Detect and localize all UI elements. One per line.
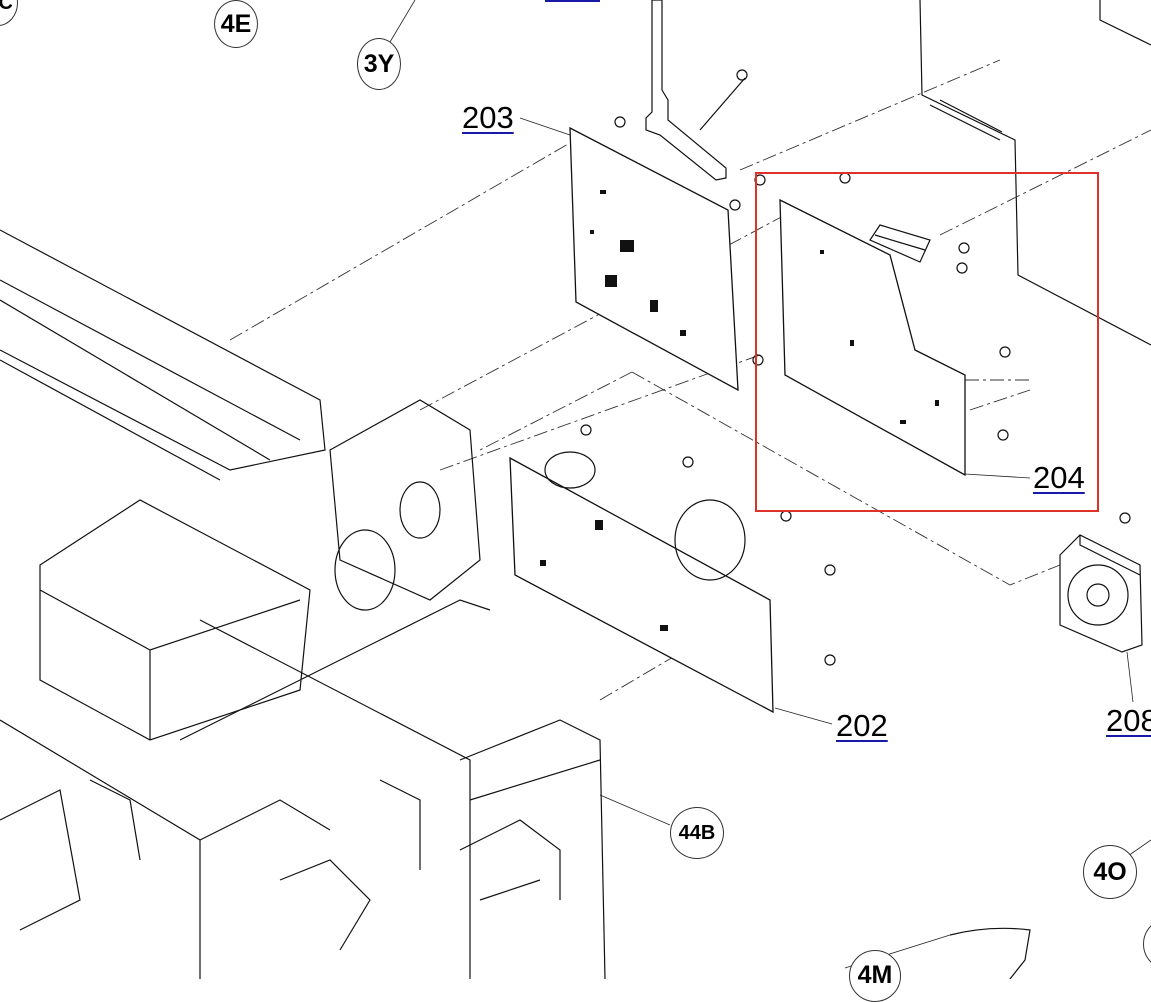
printer-mechanism bbox=[0, 229, 606, 979]
callout-4m[interactable]: 4M bbox=[849, 950, 901, 1002]
callout-label: 4O bbox=[1093, 857, 1127, 886]
callout-44b[interactable]: 44B bbox=[670, 807, 724, 859]
chassis-frame bbox=[919, 0, 1151, 346]
callout-label: 3Y bbox=[363, 49, 395, 78]
screws bbox=[580, 69, 1131, 666]
callout-label: 44B bbox=[678, 821, 716, 844]
bracket bbox=[645, 0, 727, 181]
callout-label: C bbox=[0, 0, 13, 14]
board-202 bbox=[509, 451, 774, 714]
callout-label: 4E bbox=[220, 9, 252, 38]
callout-4e[interactable]: 4E bbox=[214, 0, 258, 48]
fan-208 bbox=[1059, 534, 1143, 653]
board-204 bbox=[779, 198, 966, 477]
part-link-204[interactable]: 204 bbox=[1033, 460, 1085, 495]
part-link-208[interactable]: 208 bbox=[1106, 703, 1151, 738]
part-link-203[interactable]: 203 bbox=[462, 100, 514, 135]
wire-harness-4m bbox=[949, 927, 1031, 979]
callout-4o[interactable]: 4O bbox=[1083, 845, 1137, 899]
highlight-box-204 bbox=[755, 172, 1099, 512]
part-link-202[interactable]: 202 bbox=[836, 708, 888, 743]
callout-label: 4M bbox=[857, 961, 893, 989]
callout-3y[interactable]: 3Y bbox=[357, 38, 401, 90]
board-203 bbox=[569, 126, 739, 392]
exploded-parts-diagram bbox=[0, 0, 1151, 979]
